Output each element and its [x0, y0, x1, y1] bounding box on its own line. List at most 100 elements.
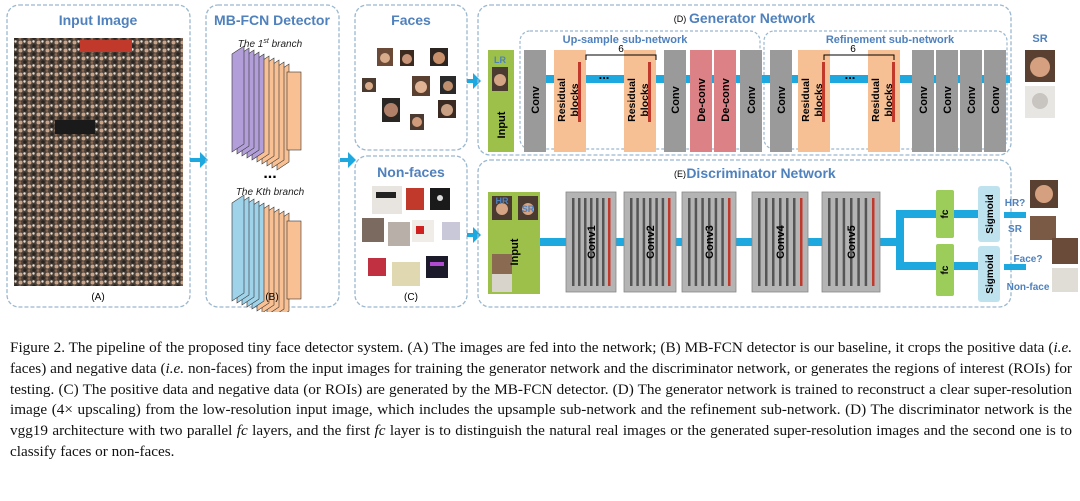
faces-title: Faces — [391, 12, 431, 28]
nonfaces-title: Non-faces — [377, 164, 445, 180]
discriminator-letter: (E) — [674, 169, 686, 179]
discriminator-input-label: Input — [509, 238, 521, 265]
arrow-c-to-d — [467, 73, 481, 89]
branchK-blocks — [231, 194, 302, 312]
panel-nonfaces: Non-faces (C) — [354, 155, 468, 308]
refinement-title: Refinement sub-network — [826, 34, 955, 46]
upsample-ellipsis: ... — [599, 67, 610, 82]
upsample-title: Up-sample sub-network — [563, 34, 689, 46]
crowd-protest-sign — [55, 120, 95, 134]
refinement-ellipsis: ... — [845, 67, 856, 82]
upsample-repeat-count: 6 — [618, 44, 624, 55]
fc-layer-2: fc — [936, 244, 954, 296]
branch-layer — [231, 45, 245, 153]
gen-conv-3-label: Conv — [746, 85, 758, 113]
panel-mbfcn: MB-FCN Detector The 1st branch ... The K… — [205, 4, 340, 312]
panel-generator: (D) Generator Network Up-sample sub-netw… — [477, 4, 1012, 156]
gen-conv-2: Conv — [664, 50, 686, 152]
discriminator-conv-layers: Conv1 Conv2 Conv3 Conv4 Conv5 — [565, 191, 881, 293]
sigmoid-label-2: Sigmoid — [985, 254, 996, 293]
face-thumb-a — [492, 254, 512, 274]
disc-conv-label-4: Conv4 — [775, 224, 787, 259]
sr-input-label: SR — [522, 204, 535, 214]
generator-title: Generator Network — [689, 10, 815, 26]
gen-conv-1-label: Conv — [530, 85, 542, 113]
generator-input-label: Input — [496, 111, 508, 138]
face-output-thumb — [1052, 238, 1078, 264]
face-crops — [362, 48, 456, 130]
figure-caption: Figure 2. The pipeline of the proposed t… — [10, 339, 1072, 460]
sr-output-face — [1030, 216, 1056, 240]
refinement-repeat-count: 6 — [850, 44, 856, 55]
disc-conv-3: Conv3 — [681, 191, 737, 293]
discriminator-output-thumbs — [1030, 180, 1078, 292]
ref-conv-1-label: Conv — [776, 85, 788, 113]
gen-residual-2-label-1: Residual — [626, 78, 638, 122]
branch-output — [286, 220, 302, 300]
branch-ellipsis: ... — [263, 165, 276, 182]
fc-split-arrows — [896, 210, 1026, 270]
output-sr-answer: SR — [1008, 224, 1023, 235]
disc-conv-label-1: Conv1 — [586, 225, 598, 259]
generator-letter: (D) — [674, 14, 687, 24]
ref-residual-1-label-1: Residual — [800, 78, 812, 122]
branch-output — [286, 71, 302, 151]
generator-input-block: LR Input — [488, 50, 514, 152]
branch1-blocks — [231, 45, 302, 171]
pipeline-figure: Input Image (A) MB-FCN Detector The 1st … — [6, 4, 1078, 312]
face-thumb-b — [492, 274, 512, 292]
gen-deconv-2-label: De-conv — [720, 77, 732, 121]
gen-residual-1-label-1: Residual — [556, 78, 568, 122]
upsample-subnet-frame — [519, 30, 761, 150]
panel-faces: Faces — [354, 4, 468, 151]
panel-discriminator: (E) Discriminator Network HR SR Input Co… — [477, 159, 1050, 308]
gen-deconv-1: De-conv — [690, 50, 712, 152]
sr-output: SR — [1025, 33, 1055, 118]
sigmoid-1: Sigmoid — [978, 186, 1000, 242]
fc-label-1: fc — [940, 209, 951, 218]
non-face-crops — [362, 186, 460, 286]
refinement-subnet-frame — [763, 30, 1008, 150]
sigmoid-label-1: Sigmoid — [985, 194, 996, 233]
ref-residual-2-label-1: Residual — [870, 78, 882, 122]
refinement-repeat: 6 ... — [823, 44, 895, 82]
ref-conv-4-label: Conv — [966, 85, 978, 113]
ref-conv-3: Conv — [936, 50, 958, 152]
disc-conv-4: Conv4 — [751, 191, 809, 293]
upsample-repeat: 6 ... — [585, 44, 657, 82]
arrow-a-to-b — [190, 152, 208, 168]
disc-conv-1: Conv1 — [565, 191, 617, 293]
arrow-c-to-e — [467, 227, 481, 243]
disc-conv-2: Conv2 — [623, 191, 677, 293]
sr-output-label: SR — [1032, 33, 1047, 45]
output-nonface-answer: Non-face — [1007, 282, 1050, 293]
ref-conv-1: Conv — [770, 50, 792, 152]
fc-layer-1: fc — [936, 190, 954, 238]
sigmoid-2: Sigmoid — [978, 246, 1000, 302]
ref-conv-2-label: Conv — [918, 85, 930, 113]
disc-conv-label-3: Conv3 — [704, 225, 716, 259]
lr-label: LR — [494, 55, 506, 65]
fc-label-2: fc — [940, 265, 951, 274]
ref-conv-5: Conv — [984, 50, 1006, 152]
gen-conv-3: Conv — [740, 50, 762, 152]
mbfcn-letter: (B) — [265, 292, 278, 303]
ref-conv-3-label: Conv — [942, 85, 954, 113]
gen-deconv-2: De-conv — [714, 50, 736, 152]
hr-input-label: HR — [496, 196, 509, 206]
branchK-label: The Kth branch — [236, 187, 305, 198]
gen-conv-1: Conv — [524, 50, 546, 152]
gen-deconv-1-label: De-conv — [696, 77, 708, 121]
crowd-banner — [80, 40, 132, 52]
output-face-question: Face? — [1014, 254, 1043, 265]
crowd-photo — [14, 38, 183, 286]
discriminator-title: Discriminator Network — [686, 165, 836, 181]
disc-conv-label-2: Conv2 — [645, 225, 657, 259]
discriminator-input-block: HR SR Input — [488, 192, 540, 294]
disc-conv-5: Conv5 — [821, 191, 881, 293]
